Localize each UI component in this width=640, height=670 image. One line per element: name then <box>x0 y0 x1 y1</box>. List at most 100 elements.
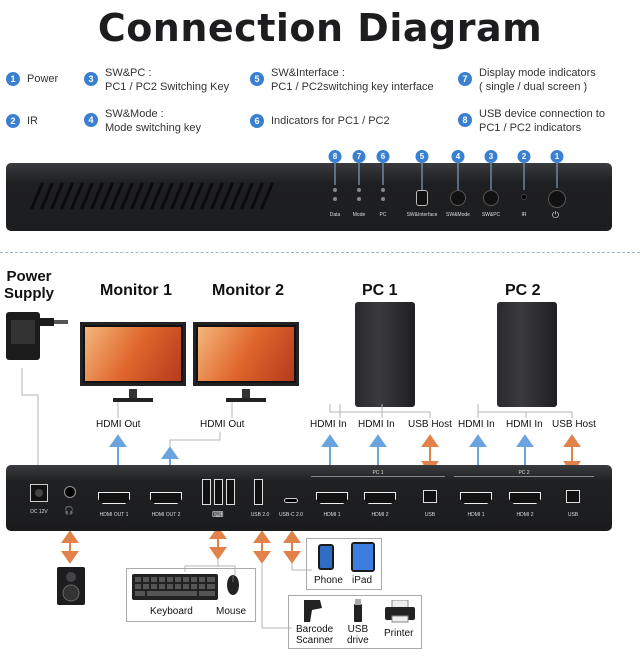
usb-2-port[interactable] <box>254 479 263 505</box>
power-button[interactable] <box>548 190 566 208</box>
pc1-hdmi-in-a-label: HDMI In <box>310 419 347 430</box>
hdmi-out-1-port[interactable] <box>98 492 130 504</box>
pc1-hdmi-1-port[interactable] <box>316 492 348 504</box>
vent-grille <box>30 182 274 210</box>
printer-label: Printer <box>384 628 414 639</box>
hdmi-out-2-label: HDMI Out <box>200 419 245 430</box>
ipad-label: iPad <box>352 575 373 586</box>
legend-item-sw-interface: 5 SW&Interface :PC1 / PC2switching key i… <box>250 66 434 94</box>
legend-text: USB device connection to <box>479 108 605 120</box>
audio-jack[interactable] <box>64 486 76 498</box>
hdmi-out-1-port-label: HDMI OUT 1 <box>99 512 129 518</box>
pc1-usb-label: USB <box>424 512 436 518</box>
pc2-hdmi-1-port[interactable] <box>460 492 492 504</box>
front-marker-4: 4 <box>451 150 465 163</box>
usb-peripherals-box <box>288 595 422 649</box>
front-marker-1: 1 <box>550 150 564 163</box>
legend-number: 6 <box>250 114 264 128</box>
monitor-1-label: Monitor 1 <box>100 282 172 299</box>
pc2-hdmi-2-port[interactable] <box>509 492 541 504</box>
legend-number: 1 <box>6 72 20 86</box>
usb-2-label: USB 2.0 <box>250 512 270 518</box>
hdmi-out-2-port[interactable] <box>150 492 182 504</box>
sw-interface-port[interactable] <box>416 190 428 206</box>
data-indicator-led <box>333 188 337 192</box>
legend-number: 3 <box>84 72 98 86</box>
legend-number: 4 <box>84 113 98 127</box>
legend-text: Mode switching key <box>105 122 201 134</box>
front-marker-7: 7 <box>352 150 366 163</box>
hdmi-out-1-label: HDMI Out <box>96 419 141 430</box>
legend-text: PC1 / PC2 Switching Key <box>105 81 230 93</box>
legend-item-ir: 2 IR <box>6 114 38 128</box>
pc2-hdmi-in-a-label: HDMI In <box>458 419 495 430</box>
legend-text: Display mode indicators <box>479 67 596 79</box>
pc-2-icon <box>497 302 557 407</box>
legend-text: SW&Interface : <box>271 67 345 79</box>
legend-number: 7 <box>458 72 472 86</box>
usb-c-port[interactable] <box>284 498 298 503</box>
keyboard-mouse-box <box>126 568 256 622</box>
front-label-data: Data <box>329 212 341 218</box>
legend-item-display-mode: 7 Display mode indicators( single / dual… <box>458 66 596 94</box>
hdmi-out-2-port-label: HDMI OUT 2 <box>151 512 181 518</box>
usb-a-port[interactable] <box>214 479 223 505</box>
legend-text: PC1 / PC2 indicators <box>479 122 582 134</box>
front-marker-5: 5 <box>415 150 429 163</box>
front-marker-3: 3 <box>484 150 498 163</box>
pc-indicator-led <box>381 197 385 201</box>
legend-item-power: 1 Power <box>6 72 58 86</box>
monitor-1-stand <box>129 389 137 399</box>
legend-number: 5 <box>250 72 264 86</box>
legend-text: SW&PC : <box>105 67 152 79</box>
monitor-1-icon <box>80 322 186 386</box>
phone-icon <box>318 544 334 570</box>
front-label-sw-mode: SW&Mode <box>446 212 470 218</box>
phone-label: Phone <box>314 575 343 586</box>
phone-ipad-box <box>306 538 382 590</box>
front-marker-8: 8 <box>328 150 342 163</box>
legend-text: Power <box>27 73 59 85</box>
legend-item-indicators: 6 Indicators for PC1 / PC2 <box>250 114 390 128</box>
legend-text: SW&Mode : <box>105 108 164 120</box>
pc-1-label: PC 1 <box>362 282 398 299</box>
front-label-ir: IR <box>521 212 527 218</box>
sw-mode-button[interactable] <box>450 190 466 206</box>
mode-indicator-led <box>357 188 361 192</box>
pc2-usb-host-label: USB Host <box>552 419 596 430</box>
mouse-icon <box>227 575 239 595</box>
printer-icon <box>385 600 415 623</box>
front-label-sw-interface: SW&Interface <box>406 212 438 218</box>
keyboard-mouse-icon: ⌨ <box>212 510 224 519</box>
mouse-label: Mouse <box>216 606 247 617</box>
monitor-2-icon <box>193 322 299 386</box>
barcode-scanner-icon <box>304 600 322 622</box>
pc2-usb-b-port[interactable] <box>566 490 580 503</box>
monitor-2-stand <box>242 389 250 399</box>
mode-indicator-led <box>357 197 361 201</box>
legend-number: 8 <box>458 113 472 127</box>
pc-1-icon <box>355 302 415 407</box>
legend-number: 2 <box>6 114 20 128</box>
ipad-icon <box>351 542 375 572</box>
usb-a-port[interactable] <box>226 479 235 505</box>
pc-1-group-line <box>311 476 445 477</box>
section-divider <box>0 252 640 253</box>
monitor-1-base <box>113 398 153 402</box>
pc-1-group-label: PC 1 <box>372 470 384 476</box>
pc2-hdmi-in-b-label: HDMI In <box>506 419 543 430</box>
pc1-hdmi-in-b-label: HDMI In <box>358 419 395 430</box>
usb-drive-icon <box>354 599 362 622</box>
pc1-usb-b-port[interactable] <box>423 490 437 503</box>
pc-2-group-label: PC 2 <box>518 470 530 476</box>
pc1-hdmi-2-port[interactable] <box>364 492 396 504</box>
usb-a-port[interactable] <box>202 479 211 505</box>
power-adapter-icon <box>6 312 68 360</box>
pc2-hdmi-1-label: HDMI 1 <box>467 512 485 518</box>
page-title: Connection Diagram <box>97 6 543 50</box>
pc-indicator-led <box>381 188 385 192</box>
dc-label: DC 12V <box>30 509 48 515</box>
pc-2-label: PC 2 <box>505 282 541 299</box>
pc2-hdmi-2-label: HDMI 2 <box>516 512 534 518</box>
sw-pc-button[interactable] <box>483 190 499 206</box>
